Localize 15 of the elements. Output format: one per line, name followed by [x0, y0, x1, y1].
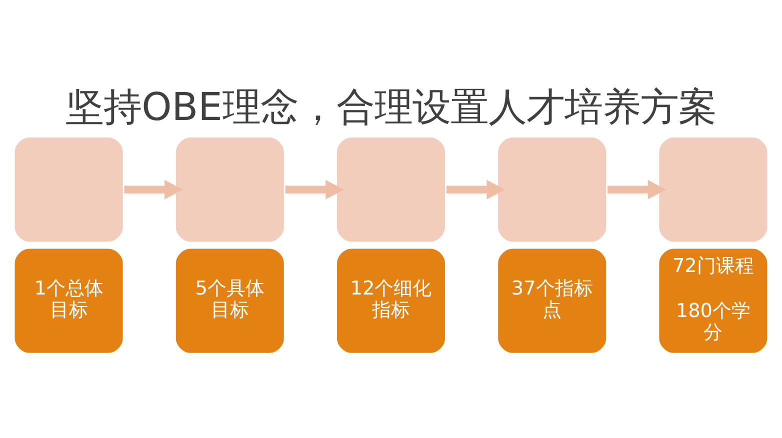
- arrow: [124, 180, 183, 200]
- node-box: [174, 136, 286, 244]
- node-box: 12个细化指标: [335, 246, 447, 355]
- arrow: [608, 180, 666, 200]
- diagram-title: 坚持OBE理念，合理设置人才培养方案: [66, 84, 716, 130]
- node-box: 5个具体目标: [174, 246, 286, 355]
- node-box: [12, 136, 125, 244]
- node-box: [496, 136, 608, 244]
- arrow: [285, 180, 344, 200]
- node-box: 1个总体目标: [12, 246, 125, 355]
- node-box: 37个指标点: [496, 246, 608, 355]
- node-box: [335, 136, 447, 244]
- node-box: [657, 136, 770, 244]
- node-box: 72门课程 180个学分: [657, 246, 770, 355]
- arrow: [446, 180, 506, 200]
